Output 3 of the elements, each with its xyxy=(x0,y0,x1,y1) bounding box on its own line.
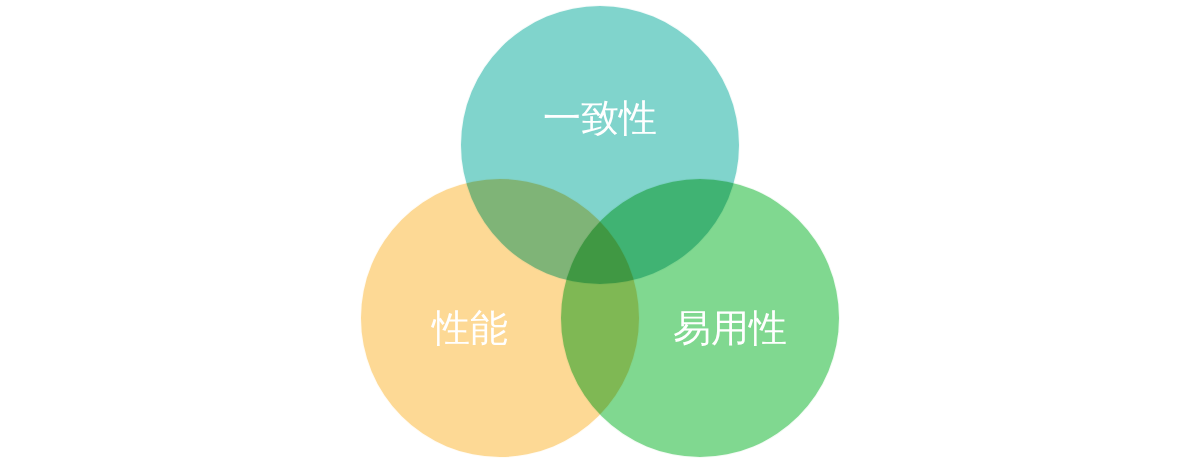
circle-label: 易用性 xyxy=(673,304,787,352)
circle-label: 性能 xyxy=(432,304,508,352)
circle-label: 一致性 xyxy=(543,94,657,142)
